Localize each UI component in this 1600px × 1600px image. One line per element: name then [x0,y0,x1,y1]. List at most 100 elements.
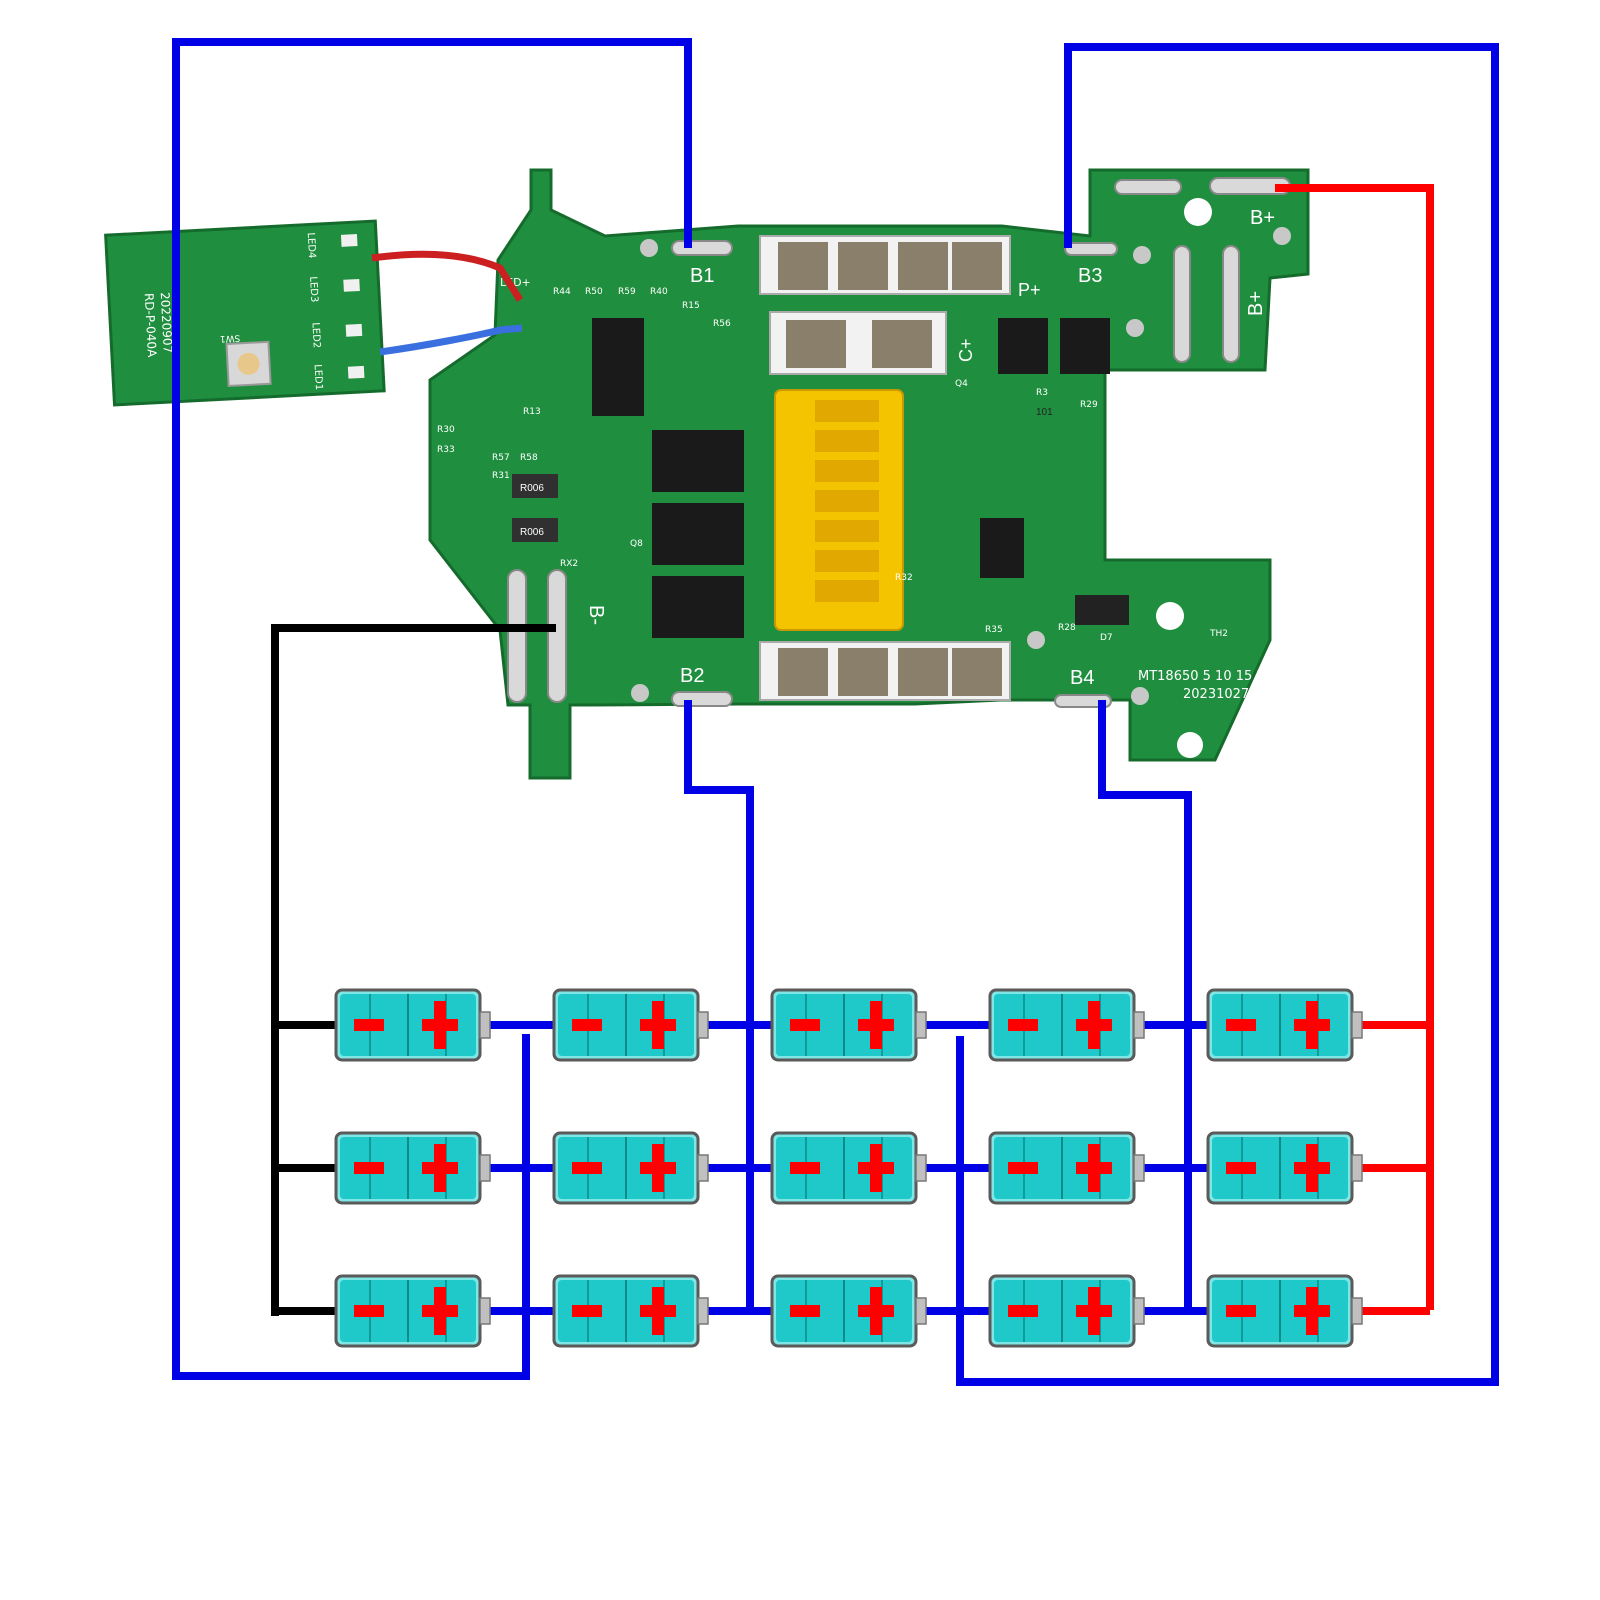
led-label: LED1 [312,364,324,390]
component-label: R28 [1058,623,1076,633]
battery-cell-icon [1206,1274,1363,1348]
component-label: R35 [985,625,1003,635]
resistor-marking: R006 [520,483,544,494]
battery-cell-icon [1206,1131,1363,1205]
battery-cell-icon [334,1131,491,1205]
cell-positive-sign [652,1287,664,1335]
pad-b4 [1054,694,1112,708]
battery-cell-icon [334,1274,491,1348]
terminal-clip [898,242,948,290]
battery-array [334,988,1363,1348]
label-p-plus: P+ [1018,280,1041,300]
wire-b-plus [1275,184,1434,1310]
terminal-clip [952,242,1002,290]
terminal-clip [898,648,948,696]
label-b-plus-vertical: B+ [1245,291,1267,316]
component-label: R40 [650,287,668,297]
led-label: LED4 [305,232,317,258]
component-label: R30 [437,425,455,435]
cell-positive-sign [1088,1287,1100,1335]
component-label: R13 [523,407,541,417]
cell-negative-sign [354,1162,384,1174]
cell-negative-sign [790,1162,820,1174]
pad-b-plus-strip [1173,245,1191,363]
led-wire-red [371,250,523,302]
led-board-date: 20220907 [158,292,175,354]
battery-cell-icon [988,1131,1145,1205]
cell-positive-sign [652,1144,664,1192]
cell-negative-sign [790,1019,820,1031]
terminal-clip [786,320,846,368]
led-indicator [340,234,358,247]
cell-negative-sign [1008,1162,1038,1174]
terminal-clip [778,648,828,696]
led-wire-blue [379,324,523,356]
pad-b2 [671,691,733,707]
cell-negative-sign [1226,1305,1256,1317]
cell-positive-sign [652,1001,664,1049]
pad-b-minus-strip [507,569,527,703]
led-indicator [345,323,363,337]
main-pcb: B1 B3 B2 B4 B+ B+ B- P+ C+ LED+ MT18650 … [428,168,1310,780]
component-label: R29 [1080,400,1098,410]
label-b4: B4 [1070,667,1094,689]
label-c-plus: C+ [956,338,976,362]
led-label: LED2 [309,322,321,348]
cell-positive-sign [434,1144,446,1192]
wire-b3 [956,43,1499,1386]
cell-positive-sign [870,1287,882,1335]
component-label: R15 [682,301,700,311]
battery-cell-icon [552,988,709,1062]
terminal-clip [872,320,932,368]
cell-negative-sign [572,1019,602,1031]
battery-cell-icon [988,988,1145,1062]
cell-positive-sign [1306,1001,1318,1049]
led-indicator [347,365,365,379]
label-b3: B3 [1078,265,1102,287]
component-label: R59 [618,287,636,297]
mosfet-chip-icon [652,503,744,565]
terminal-clip [952,648,1002,696]
cell-negative-sign [354,1019,384,1031]
model-label: MT18650 5 10 15 20 ㄛ [1138,669,1290,684]
component-label: R56 [713,319,731,329]
wire-b2 [684,700,754,1312]
component-label: R50 [585,287,603,297]
cell-positive-sign [870,1001,882,1049]
component-label: R58 [520,453,538,463]
cell-negative-sign [1008,1019,1038,1031]
pad-b1 [671,240,733,256]
pad-b3 [1064,242,1118,256]
component-label: D7 [1100,633,1113,643]
cell-positive-sign [870,1144,882,1192]
led-board: RD-P-040A 20220907 SW1 LED4 LED3 LED2 LE… [104,219,386,407]
battery-cell-icon [552,1274,709,1348]
mosfet-chip-icon [652,576,744,638]
component-label: TH2 [1209,629,1228,639]
cell-negative-sign [1226,1162,1256,1174]
tactile-switch-icon [225,340,272,388]
pad-b-minus-strip [547,569,567,703]
pad-b-plus-top [1114,179,1182,195]
cell-negative-sign [790,1305,820,1317]
component-label: R31 [492,471,510,481]
controller-ic [592,318,644,416]
battery-cell-icon [770,1274,927,1348]
terminal-clip [838,242,888,290]
mosfet-chip-icon [1060,318,1110,374]
sense-resistor [512,474,558,498]
pcb-via-pad [1133,246,1151,264]
label-b2: B2 [680,665,704,687]
pcb-via-pad [631,684,649,702]
pcb-via-pad [640,239,658,257]
switch-label: SW1 [220,332,241,343]
battery-cell-icon [552,1131,709,1205]
wire-b-minus [271,624,556,1316]
terminal-clip [838,648,888,696]
cell-negative-sign [572,1162,602,1174]
component-label: R57 [492,453,510,463]
led-label: LED3 [307,276,319,302]
battery-cell-icon [334,988,491,1062]
sense-resistor [512,518,558,542]
